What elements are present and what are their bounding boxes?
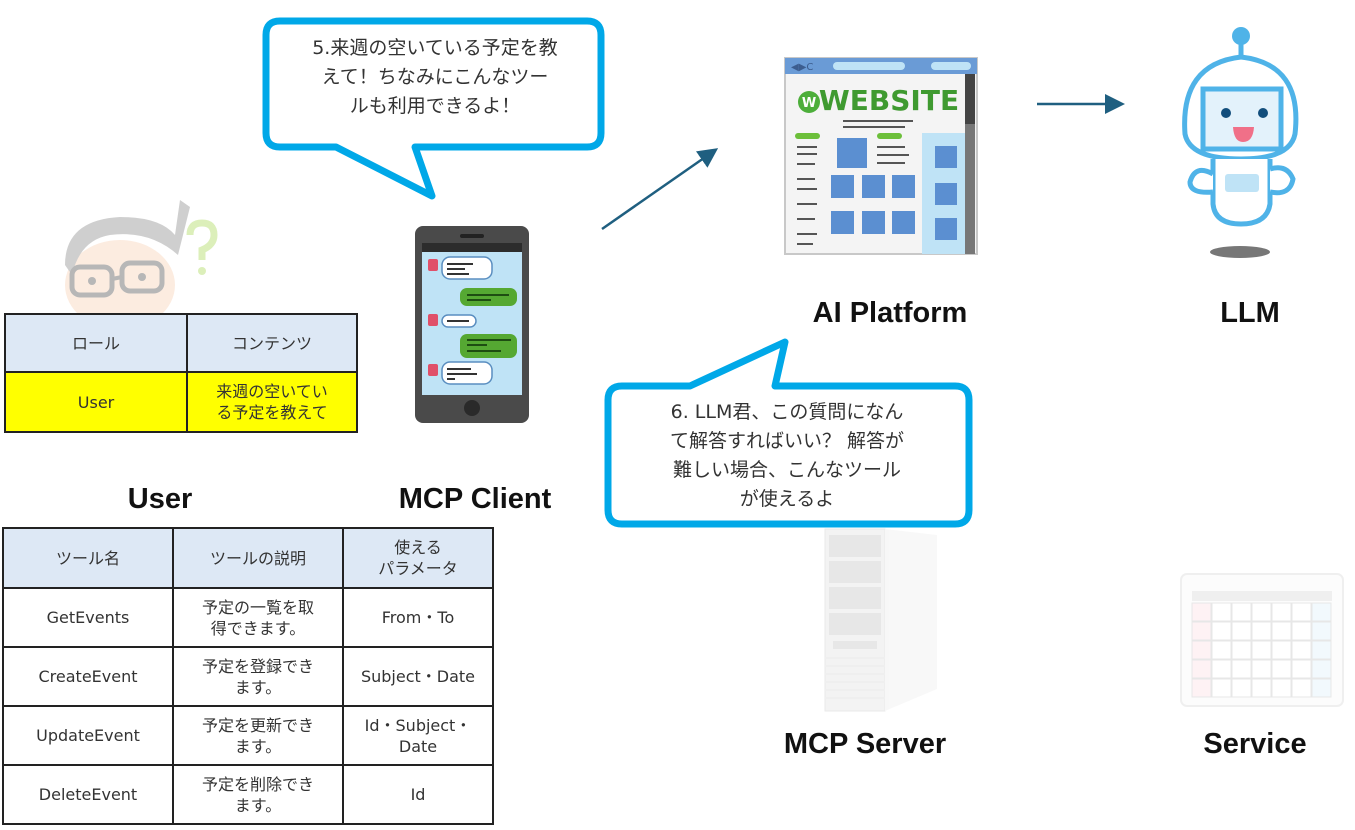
platform-message-text: 6. LLM君、この質問になん て解答すればいい？ 解答が 難しい場合、こんなツ… <box>669 401 905 510</box>
speech-bubble-platform <box>604 338 973 528</box>
user-label: User <box>127 483 193 515</box>
header-content: コンテンツ <box>186 313 358 373</box>
calendar-cell <box>1191 659 1212 679</box>
service-label: Service <box>1203 728 1307 760</box>
calendar-cell <box>1211 640 1232 660</box>
calendar-cell <box>1291 621 1312 641</box>
calendar-cell <box>1251 659 1272 679</box>
tool-name-cell: DeleteEvent <box>2 764 174 825</box>
calendar-cell <box>1291 602 1312 622</box>
llm-label: LLM <box>1220 297 1280 329</box>
calendar-cell <box>1311 640 1332 660</box>
server-icon <box>824 528 937 712</box>
calendar-cell <box>1311 621 1332 641</box>
tool-name-cell: CreateEvent <box>2 646 174 707</box>
website-title: WEBSITE <box>819 84 959 117</box>
tool-name-cell: GetEvents <box>2 587 174 648</box>
calendar-cell <box>1191 621 1212 641</box>
calendar-cell <box>1211 678 1232 698</box>
calendar-service-icon <box>1180 573 1344 707</box>
tool-params-cell: Id・Subject・Date <box>342 705 494 766</box>
calendar-cell <box>1291 678 1312 698</box>
table-row: User 来週の空いてい る予定を教えて <box>4 371 358 433</box>
mcp-client-label: MCP Client <box>398 483 552 515</box>
tool-params-cell: From・To <box>342 587 494 648</box>
calendar-cell <box>1231 602 1252 622</box>
calendar-cell <box>1271 602 1292 622</box>
smartphone-icon <box>415 226 529 423</box>
calendar-cell <box>1291 659 1312 679</box>
tools-table-header: ツール名 ツールの説明 使える パラメータ <box>2 527 494 589</box>
calendar-cell <box>1231 621 1252 641</box>
calendar-cell <box>1211 659 1232 679</box>
ai-platform-label: AI Platform <box>812 297 968 329</box>
calendar-cell <box>1211 602 1232 622</box>
calendar-cell <box>1251 602 1272 622</box>
message-table: ロール コンテンツ User 来週の空いてい る予定を教えて <box>4 313 358 433</box>
table-row: CreateEvent 予定を登録できます。 Subject・Date <box>2 646 494 707</box>
calendar-cell <box>1311 659 1332 679</box>
header-tool-description: ツールの説明 <box>172 527 344 589</box>
calendar-cell <box>1291 640 1312 660</box>
calendar-cell <box>1191 678 1212 698</box>
content-cell: 来週の空いてい る予定を教えて <box>186 371 358 433</box>
calendar-cell <box>1271 678 1292 698</box>
calendar-cell <box>1251 640 1272 660</box>
calendar-cell <box>1191 602 1212 622</box>
calendar-cell <box>1251 678 1272 698</box>
table-row: DeleteEvent 予定を削除できます。 Id <box>2 764 494 825</box>
tool-description-cell: 予定の一覧を取得できます。 <box>172 587 344 648</box>
confused-person-icon <box>65 200 218 330</box>
calendar-cell <box>1211 621 1232 641</box>
tool-params-cell: Subject・Date <box>342 646 494 707</box>
client-message-text: 5.来週の空いている予定を教 えて！ちなみにこんなツー ルも利用できるよ！ <box>312 37 558 117</box>
calendar-cell <box>1311 678 1332 698</box>
table-row: UpdateEvent 予定を更新できます。 Id・Subject・Date <box>2 705 494 766</box>
svg-text:◀▶C: ◀▶C <box>791 62 813 73</box>
svg-text:W: W <box>802 96 816 111</box>
calendar-cell <box>1271 621 1292 641</box>
table-row: GetEvents 予定の一覧を取得できます。 From・To <box>2 587 494 648</box>
calendar-cell <box>1231 678 1252 698</box>
mcp-server-label: MCP Server <box>783 728 947 760</box>
website-icon: ◀▶C W WEBSITE <box>784 57 978 255</box>
calendar-cell <box>1311 602 1332 622</box>
message-table-header: ロール コンテンツ <box>4 313 358 373</box>
header-role: ロール <box>4 313 188 373</box>
calendar-cell <box>1271 640 1292 660</box>
header-parameters: 使える パラメータ <box>342 527 494 589</box>
tool-params-cell: Id <box>342 764 494 825</box>
calendar-cell <box>1231 659 1252 679</box>
calendar-cell <box>1271 659 1292 679</box>
calendar-cell <box>1191 640 1212 660</box>
role-cell: User <box>4 371 188 433</box>
tools-table: ツール名 ツールの説明 使える パラメータ GetEvents 予定の一覧を取得… <box>2 527 494 825</box>
header-tool-name: ツール名 <box>2 527 174 589</box>
tool-description-cell: 予定を更新できます。 <box>172 705 344 766</box>
tool-name-cell: UpdateEvent <box>2 705 174 766</box>
tool-description-cell: 予定を削除できます。 <box>172 764 344 825</box>
calendar-cell <box>1231 640 1252 660</box>
speech-bubble-client <box>262 17 605 200</box>
calendar-cell <box>1251 621 1272 641</box>
tool-description-cell: 予定を登録できます。 <box>172 646 344 707</box>
robot-icon <box>1182 27 1299 258</box>
